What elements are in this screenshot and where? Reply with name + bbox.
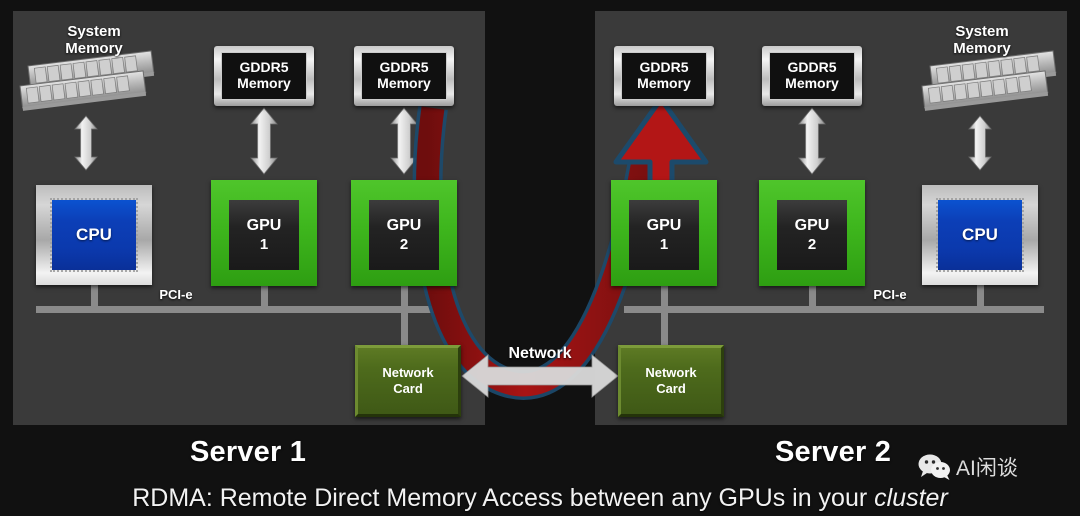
caption-emphasis: cluster xyxy=(874,484,948,512)
server-1-label: Server 1 xyxy=(189,436,307,468)
gddr5-line-2: Memory xyxy=(237,75,291,91)
gpu-name: GPU xyxy=(386,216,422,234)
gpu-number: 1 xyxy=(259,235,269,253)
gddr5-line-1: GDDR5 xyxy=(239,59,289,76)
gpu-name: GPU xyxy=(794,216,830,234)
gpu-label: GPU 1 xyxy=(229,200,299,270)
cpu-server-1[interactable]: CPU xyxy=(36,185,152,285)
network-card-line-2: Card xyxy=(393,381,423,396)
cpu-label: CPU xyxy=(936,198,1024,272)
gddr5-line-1: GDDR5 xyxy=(379,59,429,76)
gddr5-memory-server-2-gpu-2[interactable]: GDDR5 Memory xyxy=(762,46,862,106)
watermark: AI闲谈 xyxy=(918,452,1018,482)
wechat-icon xyxy=(918,454,950,480)
caption-prefix: RDMA: Remote Direct Memory Access betwee… xyxy=(132,484,875,512)
gddr5-memory-server-1-gpu-2[interactable]: GDDR5 Memory xyxy=(354,46,454,106)
gpu-label: GPU 2 xyxy=(369,200,439,270)
gddr5-line-1: GDDR5 xyxy=(787,59,837,76)
server-2-label: Server 2 xyxy=(774,436,892,468)
gpu-server-2-gpu-1[interactable]: GPU 1 xyxy=(611,180,717,286)
gddr5-memory-label: GDDR5 Memory xyxy=(621,52,707,100)
gpu-server-2-gpu-2[interactable]: GPU 2 xyxy=(759,180,865,286)
gddr5-memory-server-1-gpu-1[interactable]: GDDR5 Memory xyxy=(214,46,314,106)
watermark-text: AI闲谈 xyxy=(956,457,1018,480)
gpu-label: GPU 2 xyxy=(777,200,847,270)
gpu-number: 2 xyxy=(807,235,817,253)
gddr5-memory-server-2-gpu-1[interactable]: GDDR5 Memory xyxy=(614,46,714,106)
sysmem-line-1: System xyxy=(67,23,121,40)
network-card-server-2[interactable]: Network Card xyxy=(618,345,724,417)
network-card-line-1: Network xyxy=(645,364,697,380)
network-card-line-1: Network xyxy=(382,364,434,380)
gddr5-memory-label: GDDR5 Memory xyxy=(769,52,855,100)
gpu-number: 1 xyxy=(659,235,669,253)
network-card-line-2: Card xyxy=(656,381,686,396)
sysmem-line-2: Memory xyxy=(953,39,1011,57)
gddr5-line-2: Memory xyxy=(637,75,691,91)
pcie-label-server-1: PCI-e xyxy=(159,287,193,302)
network-card-server-1[interactable]: Network Card xyxy=(355,345,461,417)
gpu-server-1-gpu-2[interactable]: GPU 2 xyxy=(351,180,457,286)
gpu-name: GPU xyxy=(246,216,282,234)
caption: RDMA: Remote Direct Memory Access betwee… xyxy=(0,484,1080,513)
cpu-label: CPU xyxy=(50,198,138,272)
system-memory-label-server-2: System Memory xyxy=(922,23,1042,58)
gpu-name: GPU xyxy=(646,216,682,234)
sysmem-line-2: Memory xyxy=(65,39,123,57)
sysmem-line-1: System xyxy=(955,23,1009,40)
cpu-server-2[interactable]: CPU xyxy=(922,185,1038,285)
gddr5-line-1: GDDR5 xyxy=(639,59,689,76)
gddr5-line-2: Memory xyxy=(377,75,431,91)
gddr5-memory-label: GDDR5 Memory xyxy=(221,52,307,100)
gpu-label: GPU 1 xyxy=(629,200,699,270)
gddr5-line-2: Memory xyxy=(785,75,839,91)
system-memory-label-server-1: System Memory xyxy=(34,23,154,58)
pcie-label-server-2: PCI-e xyxy=(873,287,907,302)
gpu-server-1-gpu-1[interactable]: GPU 1 xyxy=(211,180,317,286)
gpu-number: 2 xyxy=(399,235,409,253)
network-label: Network xyxy=(508,345,572,362)
gddr5-memory-label: GDDR5 Memory xyxy=(361,52,447,100)
